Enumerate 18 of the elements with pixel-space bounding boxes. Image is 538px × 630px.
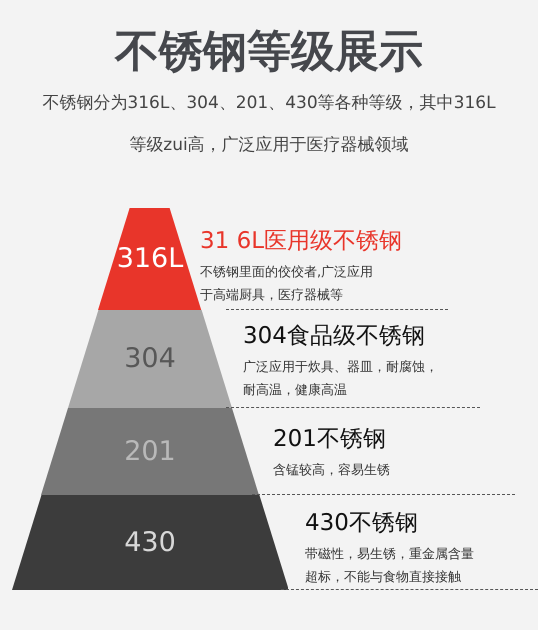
pyramid-tier [98,208,202,310]
tier-description: 含锰较高，容易生锈 [273,462,391,480]
tier-heading: 31 6L医用级不锈钢 [200,227,402,256]
tier-label: 316L [116,243,184,274]
pyramid-tier [41,408,259,495]
tier-description: 带磁性，易生锈，重金属含量超标，不能与食物直接接触 [305,546,475,587]
title: 不锈钢等级展示 [113,25,424,79]
tier-label: 430 [123,526,177,558]
tier-label: 304 [123,343,177,374]
tier-heading: 201不锈钢 [273,425,386,454]
tier-heading: 430不锈钢 [305,509,418,538]
tier-heading: 304食品级不锈钢 [243,322,425,351]
tier-description: 不锈钢里面的佼佼者,广泛应用于高端厨具，医疗器械等 [200,264,374,305]
subtitle-text: 不锈钢分为316L、304、201、430等各种等级，其中316L等级zui高，广泛应用于医疗器械领域 [41,92,497,157]
tier-label: 201 [123,436,177,466]
pyramid-tier [12,495,288,590]
tier-description: 广泛应用于炊具、器皿，耐腐蚀，耐高温，健康高温 [243,359,439,400]
pyramid-tier [68,310,232,408]
